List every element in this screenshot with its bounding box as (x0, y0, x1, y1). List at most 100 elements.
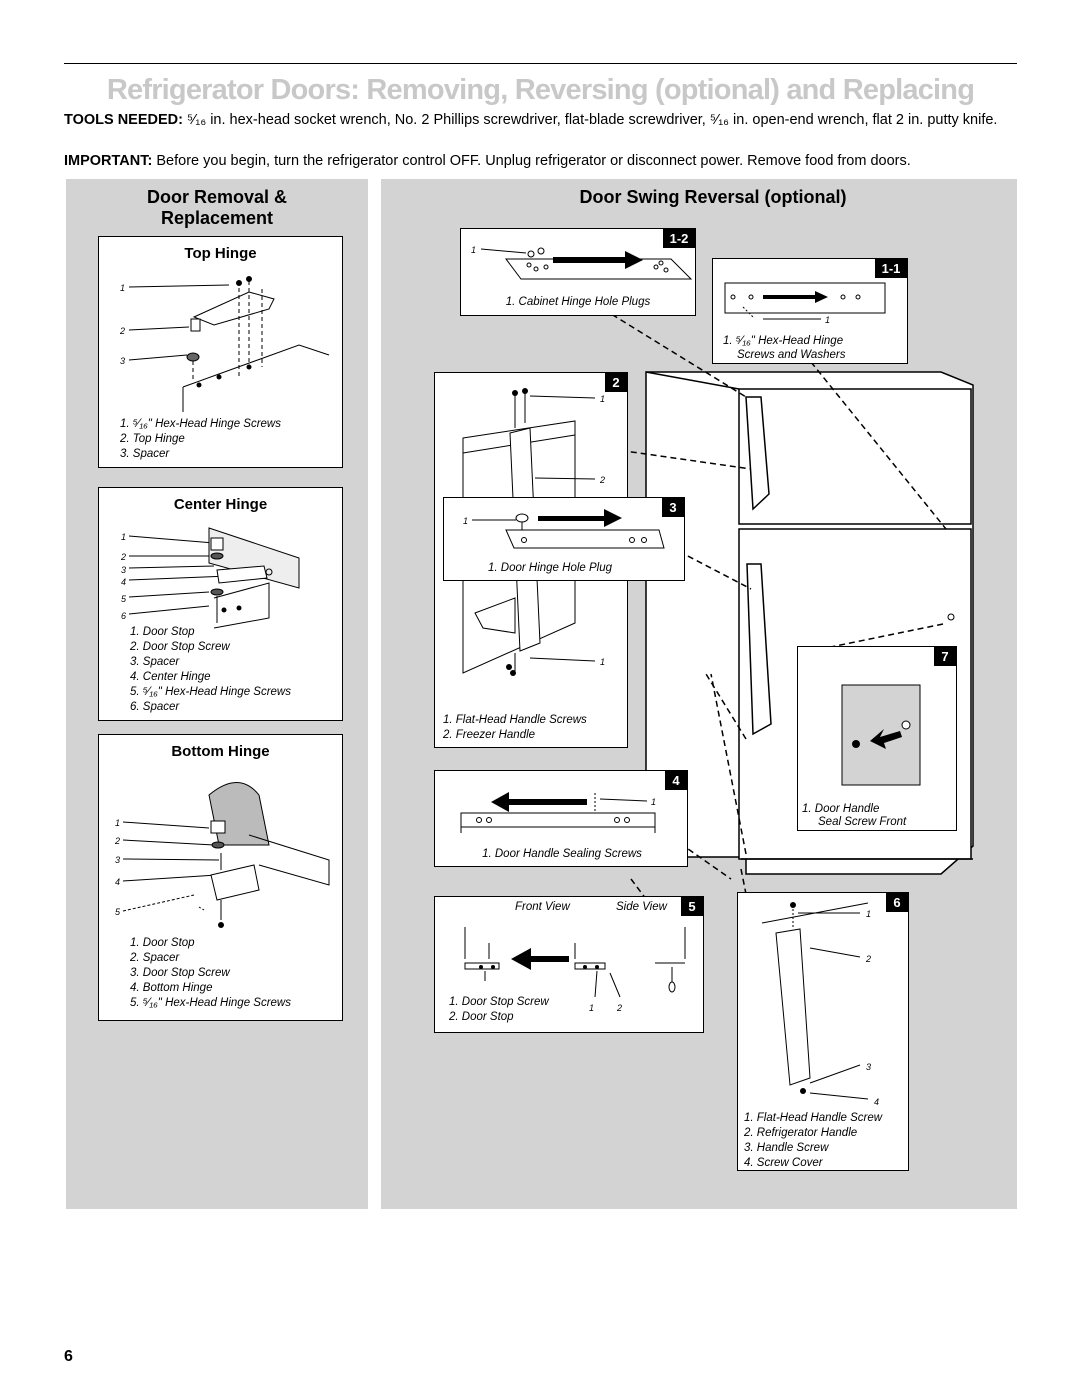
top-rule (64, 63, 1017, 64)
door-removal-panel: Door Removal & Replacement Top Hinge 1 2… (66, 179, 368, 1209)
door-swing-reversal-title: Door Swing Reversal (optional) (579, 187, 847, 207)
callout-1: 1 (866, 909, 872, 919)
step-1-1-caption-line1: 1. ⁵⁄₁₆" Hex-Head Hinge (723, 335, 844, 347)
callout-2: 2 (600, 475, 606, 485)
legend-item: 1. ⁵⁄₁₆" Hex-Head Hinge Screws (120, 418, 281, 430)
callout-1: 1 (600, 394, 606, 404)
step-6-badge: 6 (886, 893, 908, 912)
step-2-badge: 2 (605, 373, 627, 392)
step-4-box: 4 1 1. Door Handle Sealing Screws (434, 770, 688, 867)
center-hinge-illustration (128, 527, 300, 629)
callout-1: 1 (463, 516, 469, 526)
top-hinge-box: Top Hinge 1 2 3 (98, 236, 343, 468)
step-3-caption: 1. Door Hinge Hole Plug (487, 562, 612, 574)
callout-2: 2 (866, 954, 872, 964)
callout-5: 5 (121, 594, 127, 604)
callout-6: 6 (121, 611, 127, 621)
legend-item: 2. Spacer (130, 952, 180, 964)
tools-needed-paragraph: TOOLS NEEDED: ⁵⁄₁₆ in. hex-head socket w… (64, 111, 1014, 129)
step-1-1-badge: 1-1 (875, 259, 907, 278)
callout-2: 2 (121, 552, 127, 562)
legend-item: 2. Door Stop (449, 1011, 514, 1023)
legend-item: 4. Bottom Hinge (130, 982, 213, 994)
legend-item: 4. Center Hinge (130, 671, 211, 683)
step-1-2-box: 1-2 1 1. Cabinet Hinge Hole Plugs (460, 228, 696, 316)
step-3-illustration (472, 509, 665, 549)
legend-item: 3. Handle Screw (744, 1142, 829, 1154)
step-7-caption-line1: 1. Door Handle (802, 803, 880, 815)
callout-3: 3 (120, 356, 126, 366)
step-6-box: 6 1 2 3 4 1. Flat-Head Handle Screw 2. R… (737, 892, 909, 1171)
legend-item: 2. Top Hinge (120, 433, 185, 445)
step-6-illustration (761, 902, 869, 1100)
callout-1: 1 (115, 818, 121, 828)
tools-needed-text: ⁵⁄₁₆ in. hex-head socket wrench, No. 2 P… (187, 112, 998, 128)
legend-item: 2. Refrigerator Handle (744, 1127, 858, 1139)
callout-3: 3 (866, 1062, 872, 1072)
center-hinge-title: Center Hinge (173, 496, 268, 513)
callout-1-bottom: 1 (600, 657, 606, 667)
step-7-box: 7 1. Door Handle Seal Screw Front (797, 646, 957, 831)
step-4-caption: 1. Door Handle Sealing Screws (482, 848, 642, 860)
callout-3: 3 (121, 565, 127, 575)
step-1-2-illustration (480, 247, 693, 280)
step-1-1-caption-line2: Screws and Washers (737, 349, 846, 361)
legend-item: 3. Door Stop Screw (130, 967, 230, 979)
step-7-badge: 7 (934, 647, 956, 666)
step-5-box: 5 Front View Side View 1 2 (434, 896, 704, 1033)
callout-1: 1 (651, 797, 657, 807)
legend-item: 2. Door Stop Screw (130, 641, 230, 653)
legend-item: 1. Flat-Head Handle Screws (443, 714, 587, 726)
door-swing-reversal-panel: Door Swing Reversal (optional) 1-2 (381, 179, 1017, 1209)
important-text: Before you begin, turn the refrigerator … (156, 153, 911, 169)
top-hinge-title: Top Hinge (184, 245, 257, 262)
callout-5: 5 (115, 907, 121, 917)
legend-item: 3. Spacer (130, 656, 180, 668)
step-5-illustration (464, 927, 686, 998)
callout-1: 1 (120, 283, 126, 293)
center-hinge-box: Center Hinge 1 2 3 4 5 6 (98, 487, 343, 721)
bottom-hinge-box: Bottom Hinge 1 2 3 4 5 (98, 734, 343, 1021)
bottom-hinge-title: Bottom Hinge (171, 743, 270, 760)
step-3-box: 3 1 1. Door Hinge Hole Plug (443, 497, 685, 581)
center-hinge-legend: 1. Door Stop 2. Door Stop Screw 3. Space… (130, 625, 291, 715)
legend-item: 1. Door Stop (130, 626, 195, 638)
legend-item: 5. ⁵⁄₁₆" Hex-Head Hinge Screws (130, 997, 291, 1009)
tools-needed-label: TOOLS NEEDED: (64, 112, 183, 128)
bottom-hinge-legend: 1. Door Stop 2. Spacer 3. Door Stop Scre… (130, 936, 291, 1011)
callout-1: 1 (471, 245, 477, 255)
step-1-2-badge: 1-2 (663, 229, 695, 248)
door-removal-title-line2: Replacement (160, 208, 274, 228)
legend-item: 2. Freezer Handle (443, 729, 536, 741)
step-5-badge: 5 (681, 897, 703, 916)
callout-2: 2 (115, 836, 121, 846)
important-paragraph: IMPORTANT: Before you begin, turn the re… (64, 152, 1014, 170)
step-3-badge: 3 (662, 498, 684, 517)
bottom-hinge-illustration (122, 782, 330, 928)
step-1-1-box: 1-1 1 1. ⁵⁄₁₆" Hex-Head Hinge Screws and… (712, 258, 908, 364)
callout-3: 3 (115, 855, 121, 865)
step-6-legend: 1. Flat-Head Handle Screw 2. Refrigerato… (744, 1111, 882, 1171)
top-hinge-legend: 1. ⁵⁄₁₆" Hex-Head Hinge Screws 2. Top Hi… (120, 417, 281, 462)
important-label: IMPORTANT: (64, 153, 153, 169)
step-7-caption-line2: Seal Screw Front (818, 816, 907, 828)
legend-item: 1. Door Stop Screw (449, 996, 549, 1008)
callout-1: 1 (121, 532, 127, 542)
door-removal-title: Door Removal & Replacement (66, 187, 368, 229)
callout-2: 2 (617, 1003, 623, 1013)
top-hinge-illustration (128, 276, 330, 412)
legend-item: 3. Spacer (120, 448, 170, 460)
door-removal-title-line1: Door Removal & (146, 187, 288, 207)
callout-1: 1 (589, 1003, 595, 1013)
step-4-illustration (460, 792, 656, 833)
step-2-legend: 1. Flat-Head Handle Screws 2. Freezer Ha… (443, 713, 587, 743)
step-1-1-illustration (724, 282, 886, 320)
callout-1: 1 (825, 315, 831, 325)
page-number: 6 (64, 1348, 73, 1365)
legend-item: 1. Door Stop (130, 937, 195, 949)
side-view-label: Side View (616, 901, 667, 913)
step-1-2-caption: 1. Cabinet Hinge Hole Plugs (505, 296, 651, 308)
legend-item: 6. Spacer (130, 701, 180, 713)
callout-4: 4 (115, 877, 121, 887)
step-7-illustration (841, 684, 921, 786)
